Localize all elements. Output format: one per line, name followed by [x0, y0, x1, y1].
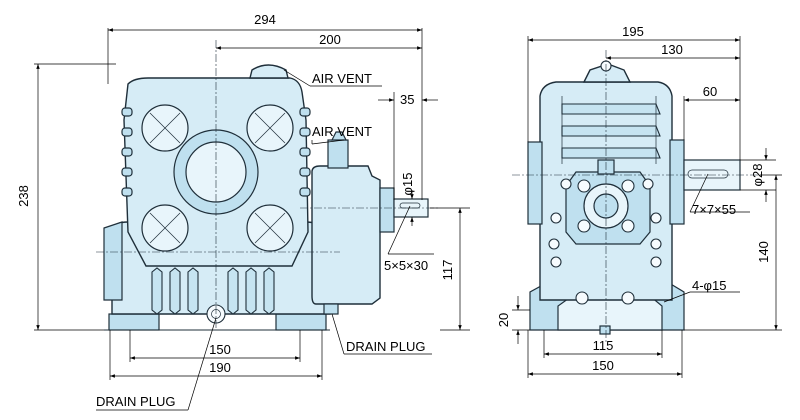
front-cooling-fins — [151, 267, 275, 315]
front-input-flange — [379, 187, 395, 233]
dim-140-label: 140 — [756, 241, 771, 263]
dim-117-label: 117 — [440, 260, 455, 281]
front-dimensions: 294 200 238 35 φ15 5×5×30 117 150 — [16, 12, 470, 411]
front-left-boss — [103, 221, 123, 301]
front-air-vent-top — [249, 64, 289, 79]
shaft-dia-side-label: φ28 — [750, 164, 765, 187]
dim-150-front-label: 150 — [209, 342, 231, 357]
dim-130-label: 130 — [661, 42, 683, 57]
dim-294-label: 294 — [254, 12, 276, 27]
air-vent-side-label: AIR VENT — [312, 124, 372, 139]
dim-238-label: 238 — [16, 185, 31, 207]
dim-115-label: 115 — [593, 338, 614, 353]
dim-35-label: 35 — [400, 92, 414, 107]
front-base-foot-right — [275, 313, 327, 331]
side-top-ribs — [561, 96, 661, 164]
bolt-holes-label: 4-φ15 — [692, 278, 726, 293]
side-left-plate — [527, 141, 543, 225]
front-drain-plug-side — [323, 303, 339, 315]
dim-20-label: 20 — [496, 313, 511, 327]
dim-195-label: 195 — [622, 24, 644, 39]
key-side-label: 7×7×55 — [692, 202, 736, 217]
side-air-vent — [582, 63, 632, 83]
shaft-dia-front-label: φ15 — [400, 173, 415, 196]
key-front-label: 5×5×30 — [384, 258, 428, 273]
dim-200-label: 200 — [319, 32, 341, 47]
air-vent-top-label: AIR VENT — [312, 71, 372, 86]
drain-plug-bottom-label: DRAIN PLUG — [96, 394, 175, 409]
dim-60-label: 60 — [703, 84, 717, 99]
drain-plug-side-label: DRAIN PLUG — [346, 339, 425, 354]
front-view — [96, 40, 440, 331]
front-base-foot-left — [108, 313, 160, 331]
side-dimensions: 195 130 60 φ28 7×7×55 140 20 115 — [496, 24, 782, 378]
dim-150-side-label: 150 — [592, 358, 614, 373]
front-corner-bolts — [141, 104, 294, 252]
side-flange-bolts — [548, 178, 662, 305]
side-right-plate — [669, 139, 685, 225]
side-drain-plug — [599, 325, 611, 335]
front-input-housing — [311, 165, 381, 305]
front-air-vent-side — [327, 139, 349, 169]
side-view — [512, 50, 760, 342]
dim-190-label: 190 — [209, 360, 231, 375]
front-housing-ridges — [121, 107, 311, 197]
